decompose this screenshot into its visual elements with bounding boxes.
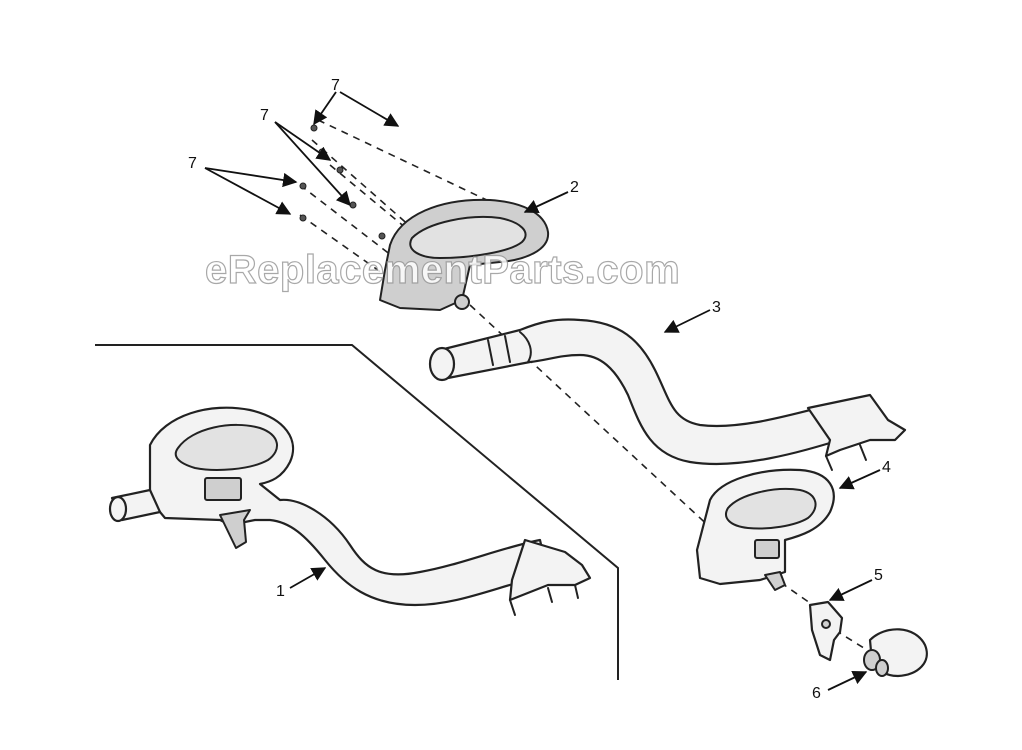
trigger-clip-part xyxy=(808,600,844,662)
leader-line-7b-1 xyxy=(274,121,332,161)
leader-line-7b-2 xyxy=(274,121,351,207)
callout-7-middle: 7 xyxy=(260,107,269,124)
screw xyxy=(299,214,307,222)
screw xyxy=(299,182,307,190)
callout-7-left: 7 xyxy=(188,155,197,172)
end-cap-part xyxy=(863,628,928,678)
screw xyxy=(349,201,357,209)
leader-line-3 xyxy=(663,309,711,333)
screw-group xyxy=(299,124,386,240)
leader-line-7c-2 xyxy=(204,167,292,215)
callout-6: 6 xyxy=(812,685,821,702)
leader-line-1 xyxy=(289,567,327,589)
leader-line-7c-1 xyxy=(204,167,298,188)
callout-4: 4 xyxy=(882,459,891,476)
screw xyxy=(378,232,386,240)
leader-line-6 xyxy=(827,671,868,691)
handle-cover-part xyxy=(379,198,550,311)
assembled-handle-part xyxy=(108,406,592,616)
callout-2: 2 xyxy=(570,179,579,196)
leader-line-4 xyxy=(838,469,881,490)
screw xyxy=(336,166,344,174)
handle-grip-part xyxy=(695,468,835,591)
leader-line-7a-2 xyxy=(313,91,337,126)
leader-line-7a-1 xyxy=(339,91,400,127)
screw xyxy=(310,124,318,132)
handle-tube-part xyxy=(428,318,907,471)
watermark-text: eReplacementParts.com xyxy=(205,248,680,292)
callout-leaders xyxy=(204,91,881,691)
leader-line-5 xyxy=(828,579,873,601)
callout-labels: 7 7 7 2 3 4 5 6 1 xyxy=(188,77,891,702)
callout-5: 5 xyxy=(874,567,883,584)
leader-line-2 xyxy=(523,191,569,214)
inset-frame xyxy=(95,344,619,680)
callout-1: 1 xyxy=(276,583,285,600)
callout-3: 3 xyxy=(712,299,721,316)
callout-7-top: 7 xyxy=(331,77,340,94)
